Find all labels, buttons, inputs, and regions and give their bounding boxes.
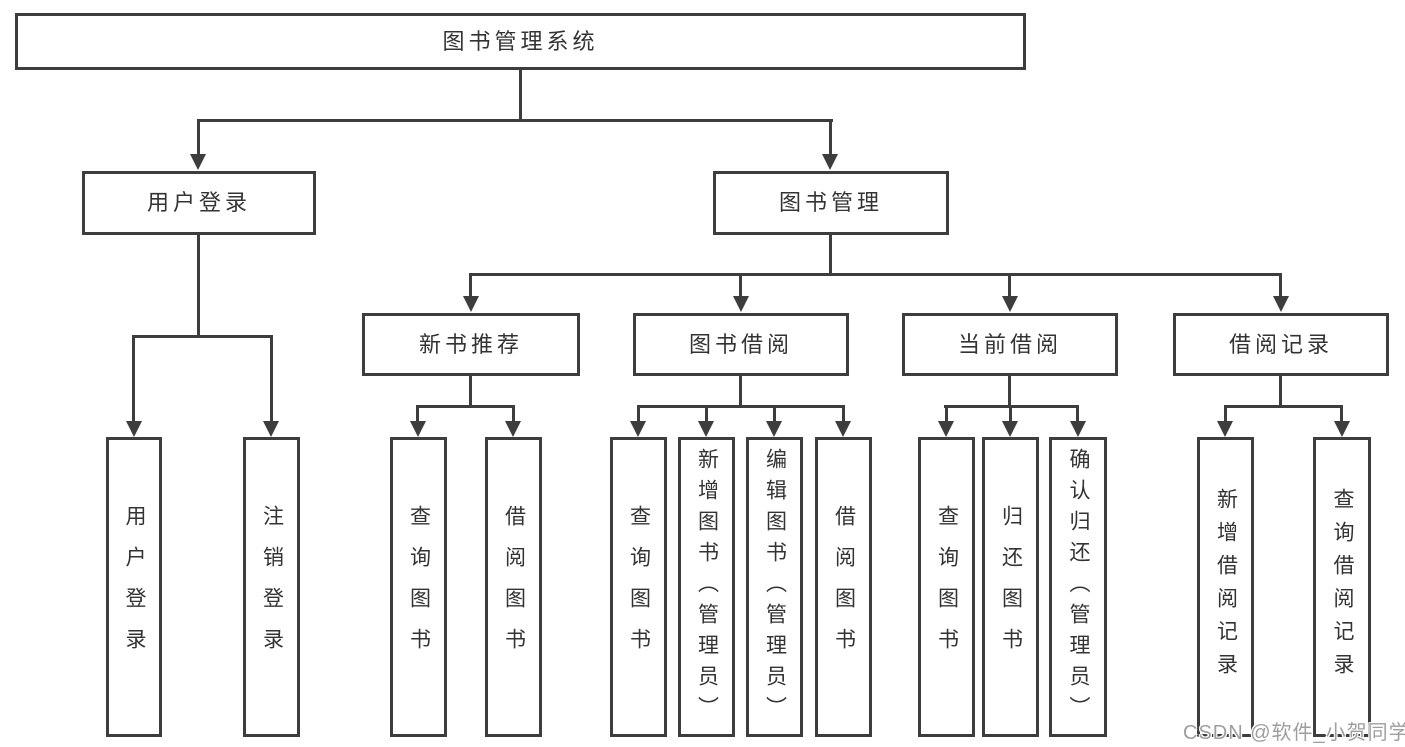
connector-line — [1076, 405, 1079, 423]
node-current-borrowing: 当前借阅 — [902, 313, 1118, 376]
connector-line — [1008, 273, 1011, 298]
arrowhead-down-icon — [698, 421, 714, 437]
connector-line — [519, 69, 522, 122]
connector-line — [469, 273, 472, 298]
node-borrowing-records: 借阅记录 — [1173, 313, 1389, 376]
connector-line — [842, 405, 845, 423]
connector-line — [637, 405, 640, 423]
arrowhead-down-icon — [630, 421, 646, 437]
connector-line — [270, 335, 273, 423]
node-label: 图书管理 — [778, 190, 883, 215]
node-label: 用户登录 — [146, 190, 251, 215]
node-new-book-recommend: 新书推荐 — [362, 313, 580, 376]
connector-line — [197, 234, 200, 338]
arrowhead-down-icon — [1217, 421, 1233, 437]
leaf-return-books: 归还图书 — [982, 437, 1039, 737]
csdn-watermark: CSDN @软件_小贺同学 — [1183, 722, 1405, 744]
leaf-add-books-admin: 新增图书（管理员） — [678, 437, 735, 737]
leaf-label: 查询图书 — [627, 505, 651, 669]
connector-line — [1224, 405, 1227, 423]
leaf-label: 查询图书 — [407, 505, 431, 669]
connector-line — [773, 405, 776, 423]
connector-line — [1009, 405, 1012, 423]
connector-line — [416, 405, 515, 408]
leaf-query-books-current: 查询图书 — [918, 437, 975, 737]
arrowhead-down-icon — [1002, 421, 1018, 437]
leaf-edit-books-admin: 编辑图书（管理员） — [746, 437, 803, 737]
connector-line — [1279, 376, 1282, 408]
leaf-label: 归还图书 — [999, 505, 1023, 669]
arrowhead-down-icon — [126, 421, 142, 437]
leaf-label: 确认归还（管理员） — [1067, 447, 1091, 727]
arrowhead-down-icon — [938, 421, 954, 437]
connector-line — [1224, 405, 1343, 408]
connector-line — [512, 405, 515, 423]
connector-line — [829, 234, 832, 276]
connector-line — [829, 119, 832, 156]
leaf-query-borrow-record: 查询借阅记录 — [1313, 437, 1371, 737]
leaf-label: 注销登录 — [260, 505, 284, 669]
leaf-label: 借阅图书 — [832, 505, 856, 669]
arrowhead-down-icon — [1002, 296, 1018, 312]
node-user-login: 用户登录 — [82, 171, 316, 235]
arrowhead-down-icon — [1070, 421, 1086, 437]
connector-line — [945, 405, 948, 423]
connector-line — [132, 335, 273, 338]
connector-line — [705, 405, 708, 423]
leaf-label: 查询借阅记录 — [1331, 488, 1355, 686]
arrowhead-down-icon — [505, 421, 521, 437]
leaf-confirm-return-admin: 确认归还（管理员） — [1049, 437, 1107, 737]
connector-line — [637, 405, 845, 408]
arrowhead-down-icon — [463, 296, 479, 312]
node-library-management-system: 图书管理系统 — [15, 13, 1026, 70]
leaf-label: 编辑图书（管理员） — [763, 447, 787, 727]
arrowhead-down-icon — [766, 421, 782, 437]
node-label: 当前借阅 — [957, 331, 1062, 357]
node-book-borrowing: 图书借阅 — [633, 313, 849, 376]
leaf-logout-login: 注销登录 — [243, 437, 300, 737]
connector-line — [739, 273, 742, 298]
node-label: 新书推荐 — [418, 331, 523, 357]
connector-line — [197, 119, 200, 156]
node-label: 图书借阅 — [688, 331, 793, 357]
leaf-label: 借阅图书 — [502, 505, 526, 669]
leaf-add-borrow-record: 新增借阅记录 — [1197, 437, 1254, 737]
arrowhead-down-icon — [1334, 421, 1350, 437]
arrowhead-down-icon — [410, 421, 426, 437]
node-book-management: 图书管理 — [713, 171, 949, 235]
arrowhead-down-icon — [263, 421, 279, 437]
leaf-borrow-books-borrowing: 借阅图书 — [815, 437, 872, 737]
leaf-query-books-borrowing: 查询图书 — [610, 437, 667, 737]
connector-line — [1008, 376, 1011, 408]
leaf-label: 新增图书（管理员） — [695, 447, 719, 727]
node-label: 图书管理系统 — [442, 28, 599, 54]
arrowhead-down-icon — [835, 421, 851, 437]
leaf-label: 用户登录 — [123, 505, 147, 669]
arrowhead-down-icon — [822, 154, 838, 170]
node-label: 借阅记录 — [1228, 331, 1333, 357]
arrowhead-down-icon — [733, 296, 749, 312]
connector-line — [132, 335, 135, 423]
connector-line — [197, 119, 833, 122]
leaf-label: 查询图书 — [935, 505, 959, 669]
connector-line — [1279, 273, 1282, 298]
leaf-label: 新增借阅记录 — [1214, 488, 1238, 686]
connector-line — [739, 376, 742, 408]
leaf-query-books-recommend: 查询图书 — [390, 437, 447, 737]
leaf-borrow-books-recommend: 借阅图书 — [485, 437, 542, 737]
connector-line — [469, 273, 1282, 276]
connector-line — [416, 405, 419, 423]
arrowhead-down-icon — [1273, 296, 1289, 312]
arrowhead-down-icon — [190, 154, 206, 170]
leaf-user-login: 用户登录 — [106, 437, 162, 737]
connector-line — [469, 376, 472, 408]
connector-line — [1340, 405, 1343, 423]
